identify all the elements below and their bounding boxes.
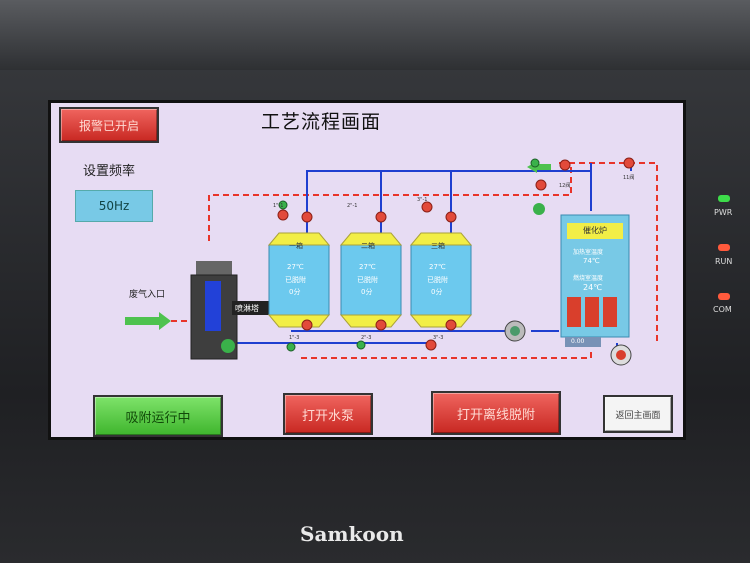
hmi-bezel-top — [0, 0, 750, 70]
run-label: RUN — [715, 257, 733, 266]
exhaust-inlet-label: 废气入口 — [129, 290, 166, 300]
preheat-label: 加热室温度 — [573, 249, 604, 256]
svg-text:1"-1: 1"-1 — [273, 203, 283, 209]
com-led — [718, 293, 730, 300]
adsorption-running-button[interactable]: 吸附运行中 — [93, 395, 223, 437]
svg-text:2"-3: 2"-3 — [361, 335, 371, 341]
svg-text:3"-1: 3"-1 — [417, 197, 427, 203]
com-label: COM — [713, 305, 732, 314]
furnace-title: 催化炉 — [583, 226, 607, 235]
tank-3-name: 三箱 — [431, 242, 445, 250]
svg-text:1"-3: 1"-3 — [289, 335, 299, 341]
tank-1-level: 0分 — [289, 288, 301, 296]
return-main-button[interactable]: 返回主画面 — [603, 395, 673, 433]
tank-2-level: 0分 — [361, 288, 373, 296]
run-led — [718, 244, 730, 251]
tank-3-state: 已脱附 — [427, 276, 448, 284]
spray-tower-label: 喷淋塔 — [235, 304, 259, 313]
preheat-value: 74℃ — [583, 257, 600, 265]
tank-1-name: 一箱 — [289, 242, 303, 250]
brand-logo: Samkoon — [300, 522, 404, 546]
pwr-led — [718, 195, 730, 202]
pwr-label: PWR — [714, 208, 733, 217]
combustion-label: 燃烧室温度 — [573, 275, 604, 282]
page-title: 工艺流程画面 — [261, 111, 382, 133]
frequency-input[interactable]: 50Hz — [75, 190, 153, 222]
open-water-pump-button[interactable]: 打开水泵 — [283, 393, 373, 435]
open-offline-desorption-button[interactable]: 打开离线脱附 — [431, 391, 561, 435]
tank-2-state: 已脱附 — [357, 276, 378, 284]
svg-text:2"-1: 2"-1 — [347, 203, 357, 209]
alarm-button[interactable]: 报警已开启 — [59, 107, 159, 143]
tank-2-name: 二箱 — [361, 242, 375, 250]
tank-3-level: 0分 — [431, 288, 443, 296]
svg-text:11阀: 11阀 — [623, 174, 634, 181]
svg-text:12阀: 12阀 — [559, 182, 570, 189]
combustion-value: 24℃ — [583, 283, 603, 292]
tank-1-temp: 27℃ — [287, 263, 304, 271]
tank-1-state: 已脱附 — [285, 276, 306, 284]
furnace-display-value: 0.00 — [571, 338, 585, 345]
tank-3-temp: 27℃ — [429, 263, 446, 271]
svg-text:3"-3: 3"-3 — [433, 335, 443, 341]
process-diagram: 1"-1 2"-1 3"-1 1"-3 2"-3 3"-3 12阀 11阀 — [125, 157, 658, 366]
tank-2-temp: 27℃ — [359, 263, 376, 271]
hmi-screen: 报警已开启 工艺流程画面 设置频率 50Hz 废气入口 — [48, 100, 686, 440]
set-frequency-label: 设置频率 — [83, 164, 136, 179]
